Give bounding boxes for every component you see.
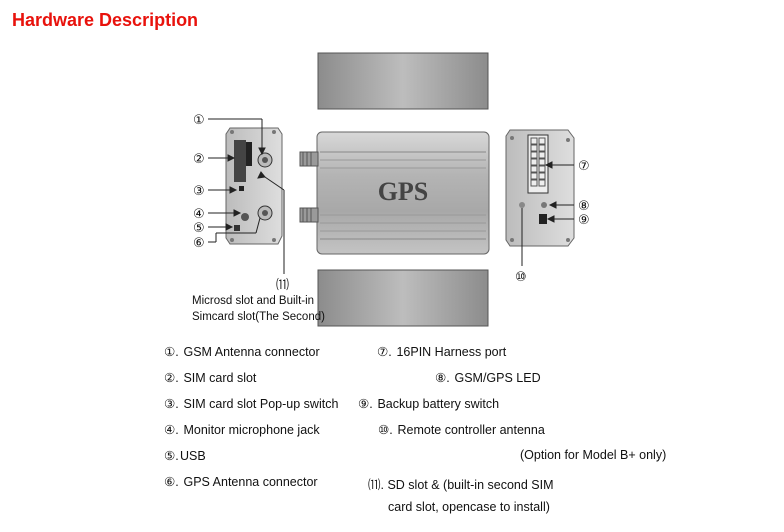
callout-line-1: Microsd slot and Built-in xyxy=(192,295,314,307)
top-cover-plate xyxy=(317,52,489,110)
legend-item-5: ⑤.USB xyxy=(164,449,206,463)
marker-8: ⑧ xyxy=(578,198,590,213)
marker-1: ① xyxy=(193,112,205,127)
marker-6: ⑥ xyxy=(193,235,205,250)
bottom-cover-plate xyxy=(317,269,489,327)
legend-item-7: ⑦. 16PIN Harness port xyxy=(377,345,507,359)
legend-item-10: ⑩. Remote controller antenna xyxy=(378,423,545,437)
device-label: GPS xyxy=(378,177,429,206)
legend-item-9: ⑨. Backup battery switch xyxy=(358,397,500,411)
legend-item-11: ⑾. SD slot & (built-in second SIM xyxy=(368,478,554,492)
marker-7: ⑦ xyxy=(578,158,590,173)
left-leader-lines xyxy=(208,118,285,274)
marker-10: ⑩ xyxy=(515,269,527,284)
marker-4: ④ xyxy=(193,206,205,221)
legend-item-2: ②. SIM card slot xyxy=(164,371,257,385)
right-end-panel xyxy=(505,129,575,247)
hardware-diagram: GPS xyxy=(192,52,590,327)
marker-2: ② xyxy=(193,151,205,166)
legend-item-4: ④. Monitor microphone jack xyxy=(164,423,320,437)
legend-item-11-cont: card slot, opencase to install) xyxy=(388,500,550,514)
legend-item-1: ①. GSM Antenna connector xyxy=(164,345,320,359)
legend-item-8: ⑧. GSM/GPS LED xyxy=(435,371,541,385)
marker-3: ③ xyxy=(193,183,205,198)
marker-5: ⑤ xyxy=(193,220,205,235)
body-connector-lower xyxy=(299,207,319,223)
legend-item-6: ⑥. GPS Antenna connector xyxy=(164,475,318,489)
gps-main-body xyxy=(316,131,490,255)
left-end-panel xyxy=(225,127,283,245)
body-connector-upper xyxy=(299,151,319,167)
page-title: Hardware Description xyxy=(12,10,199,30)
right-leader-lines xyxy=(521,161,574,266)
legend-item-3: ③. SIM card slot Pop-up switch xyxy=(164,397,339,411)
marker-9: ⑨ xyxy=(578,212,590,227)
callout-line-2: Simcard slot(The Second) xyxy=(192,311,325,323)
legend-item-10-note: (Option for Model B+ only) xyxy=(520,448,667,462)
marker-11: ⑾ xyxy=(276,277,289,292)
